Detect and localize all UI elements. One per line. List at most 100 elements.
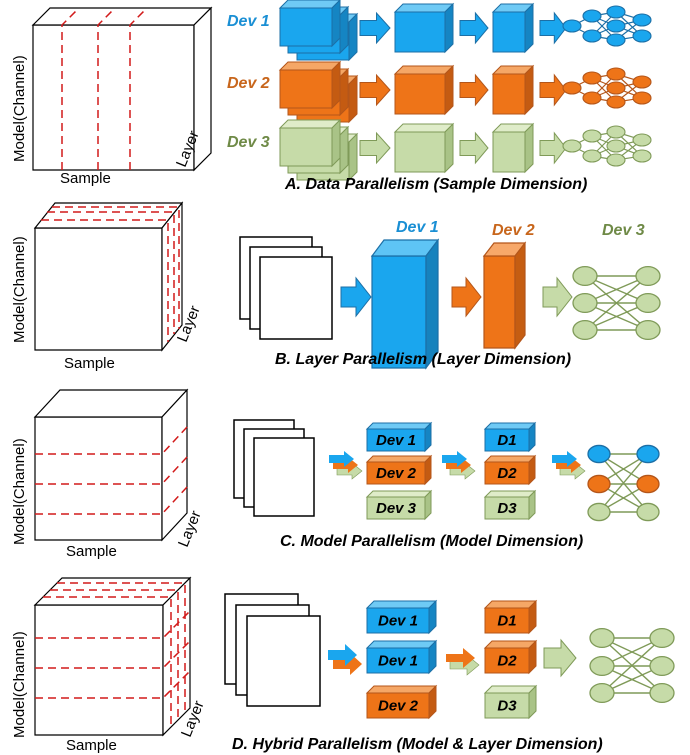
feature-map [393,122,455,174]
multi-arrow-icon [329,451,363,480]
device-box: Dev 2 [365,684,438,720]
feature-map [278,118,342,168]
device-box: D2 [483,639,538,675]
device-box-label: D2 [497,465,517,482]
network-node [587,502,611,522]
network-node [587,444,611,464]
cube-a: Model(Channel) Sample Layer [11,6,213,187]
network-node [589,682,615,704]
caption-c: C. Model Parallelism (Model Dimension) [280,533,583,550]
dev-label-1: Dev 1 [396,219,439,236]
device-box-label: D2 [497,653,517,670]
device-box: D3 [483,489,537,521]
network-node [649,682,675,704]
device-box-label: Dev 1 [378,653,418,670]
panel-a: Dev 1 Dev 2 Dev 3 A. Data Parallelism (S… [227,0,652,193]
network-node [572,265,598,287]
device-boxes-left: Dev 1 Dev 1 Dev 2 [365,599,438,720]
sample-axis-label: Sample [60,170,111,187]
sample-axis-label: Sample [66,737,117,754]
device-box-label: Dev 1 [376,432,416,449]
dev-label-3: Dev 3 [602,222,645,239]
arrow-icon [451,276,482,318]
pipeline-row-dev2 [278,60,652,124]
multi-arrow-icon [552,451,586,480]
sample-cut-lines [61,7,148,170]
arrow-icon [459,131,489,165]
layer-block-dev2 [482,241,527,350]
model-axis-label: Model(Channel) [11,236,28,343]
network-node [636,502,660,522]
arrow-icon [359,131,391,165]
network-node [589,655,615,677]
arrow-icon [543,638,577,678]
device-box-label: D3 [497,698,517,715]
network-node [635,292,661,314]
panel-b: Dev 1 Dev 2 Dev 3 B. Layer Parallelism (… [239,219,661,370]
caption-d: D. Hybrid Parallelism (Model & Layer Dim… [232,736,603,753]
feature-map [491,64,535,116]
network-node [635,265,661,287]
network-node [649,627,675,649]
arrow-icon [459,11,489,45]
device-box: Dev 1 [365,639,438,675]
model-cut-lines [35,426,188,515]
device-box: Dev 2 [365,454,433,486]
caption-b: B. Layer Parallelism (Layer Dimension) [275,351,571,368]
network-node [589,627,615,649]
input-images-stack [233,419,315,517]
arrow-icon [539,11,567,45]
device-box-label: D1 [497,432,516,449]
feature-map [491,2,535,54]
hybrid-cut-lines [35,582,191,727]
network-node [572,319,598,341]
device-box: Dev 1 [365,599,438,635]
device-box-label: Dev 3 [376,500,417,517]
dev-label-1: Dev 1 [227,13,270,30]
feature-map [393,64,455,116]
device-box: D1 [483,421,537,453]
cube-d: Model(Channel) Sample Layer [11,576,208,754]
dev-label-2: Dev 2 [492,222,535,239]
sample-axis-label: Sample [66,543,117,560]
device-boxes-left: Dev 1 Dev 2 Dev 3 [365,421,433,521]
device-box: D1 [483,599,538,635]
arrow-icon [542,276,573,318]
dev-label-2: Dev 2 [227,75,270,92]
caption-a: A. Data Parallelism (Sample Dimension) [284,176,587,193]
network-node [587,474,611,494]
feature-map [278,0,341,48]
model-axis-label: Model(Channel) [11,438,28,545]
input-images-stack [224,593,321,707]
device-box-label: D3 [497,500,517,517]
sample-axis-label: Sample [64,355,115,372]
device-box-label: Dev 1 [378,613,418,630]
layer-block-dev1 [370,238,440,370]
feature-map [278,60,342,110]
pipeline-row-dev3 [278,118,652,182]
feature-map [393,2,455,54]
multi-arrow-icon [328,644,362,675]
device-box-label: D1 [497,613,516,630]
device-box: Dev 3 [365,489,433,521]
network-icon [589,627,675,704]
model-axis-label: Model(Channel) [11,631,28,738]
network-node [636,444,660,464]
feature-map [491,122,535,174]
input-images-stack [239,236,333,340]
multi-arrow-icon [446,648,480,676]
device-box: D3 [483,684,538,720]
network-node [636,474,660,494]
cube-b: Model(Channel) Sample Layer [11,201,204,372]
network-icon [587,444,660,522]
network-node [635,319,661,341]
layer-cut-lines [41,206,180,342]
arrow-icon [340,276,372,318]
network-icon [572,265,661,341]
arrow-icon [539,131,567,165]
arrow-icon [359,11,391,45]
arrow-icon [459,73,489,107]
multi-arrow-icon [442,451,476,480]
